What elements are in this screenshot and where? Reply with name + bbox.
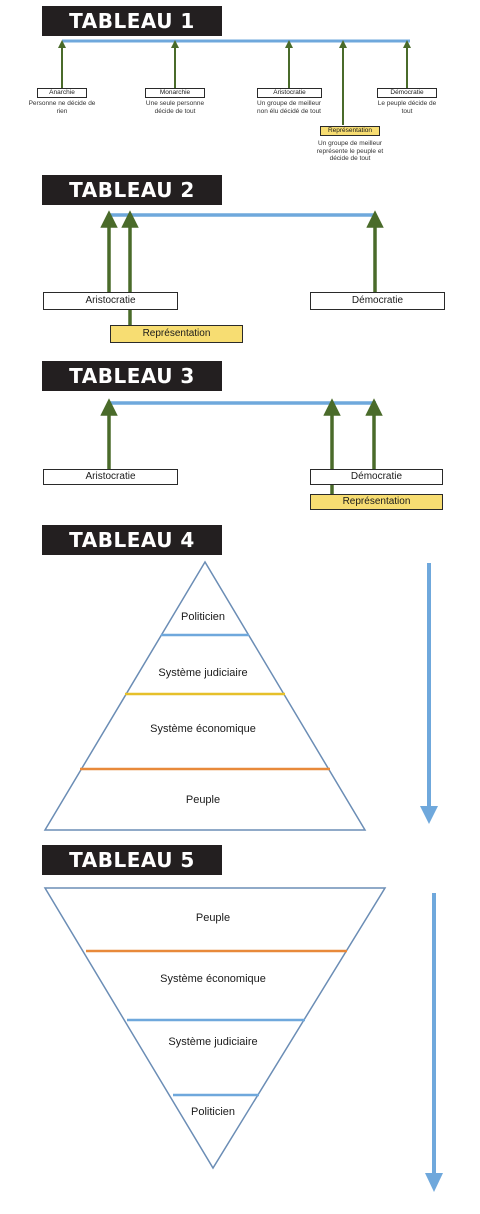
tableau5-level-systeme-economique: Système économique — [160, 973, 266, 985]
tableau4-pyramid-outline — [43, 560, 367, 831]
tableau1-desc-democratie: Le peuple décide de tout — [377, 100, 437, 115]
tableau5-level-systeme-judiciaire: Système judiciaire — [168, 1036, 258, 1048]
tableau4-down-arrow-head — [420, 806, 438, 824]
tableau5-pyramid — [43, 887, 443, 1192]
tableau1-box-monarchie: Monarchie — [145, 88, 205, 98]
tableau3-box-democratie: Démocratie — [310, 469, 443, 485]
tableau4-title: TABLEAU 4 — [42, 525, 222, 555]
tableau2-title: TABLEAU 2 — [42, 175, 222, 205]
tableau1-desc-aristocratie: Un groupe de meilleur non élu décidé de … — [257, 100, 321, 115]
tableau1-box-anarchie: Anarchie — [37, 88, 87, 98]
tableau5-level-peuple: Peuple — [195, 912, 231, 924]
tableau4-level-politicien: Politicien — [180, 611, 226, 623]
tableau1-box-democratie: Démocratie — [377, 88, 437, 98]
tableau3-box-representation: Représentation — [310, 494, 443, 510]
tableau3-box-aristocratie: Aristocratie — [43, 469, 178, 485]
tableau5-pyramid-outline — [43, 887, 387, 1170]
tableau2-box-representation: Représentation — [110, 325, 243, 343]
tableau5-down-arrow-head — [425, 1173, 443, 1192]
tableau4-pyramid — [43, 560, 438, 831]
tableau1-title: TABLEAU 1 — [42, 6, 222, 36]
tableau1-connectors — [58, 39, 411, 125]
tableau1-box-aristocratie: Aristocratie — [257, 88, 322, 98]
tableau2-box-democratie: Démocratie — [310, 292, 445, 310]
tableau5-title: TABLEAU 5 — [42, 845, 222, 875]
tableau1-box-representation: Représentation — [320, 126, 380, 136]
tableau4-level-peuple: Peuple — [185, 794, 221, 806]
tableau2-box-aristocratie: Aristocratie — [43, 292, 178, 310]
tableau5-level-politicien: Politicien — [190, 1106, 236, 1118]
tableau3-title: TABLEAU 3 — [42, 361, 222, 391]
tableau1-desc-representation: Un groupe de meilleur représente le peup… — [316, 140, 384, 162]
tableau4-level-systeme-judiciaire: Système judiciaire — [158, 667, 248, 679]
tableau1-desc-monarchie: Une seule personne décide de tout — [145, 100, 205, 115]
tableau4-level-systeme-economique: Système économique — [150, 723, 256, 735]
tableau3-connectors — [100, 398, 383, 494]
tableau1-desc-anarchie: Personne ne décide de rien — [28, 100, 96, 115]
